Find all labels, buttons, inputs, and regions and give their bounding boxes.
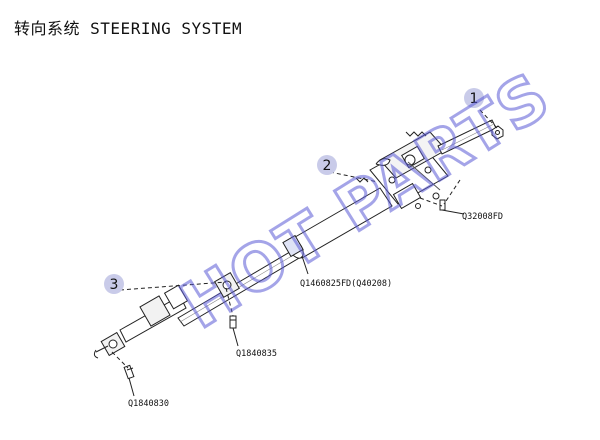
part-number-q1840835: Q1840835 (236, 349, 277, 359)
title-chinese: 转向系统 (14, 19, 81, 38)
callout-2-number: 2 (323, 158, 332, 174)
callout-1: 1 (464, 88, 484, 108)
callout-2: 2 (317, 155, 337, 175)
page-title: 转向系统 STEERING SYSTEM (14, 15, 242, 39)
leader-lines (111, 109, 498, 369)
bolt-q1840830 (123, 364, 135, 380)
title-english: STEERING SYSTEM (90, 19, 243, 38)
part-number-q32008fd: Q32008FD (462, 212, 503, 222)
part-number-q1840830: Q1840830 (128, 399, 169, 409)
universal-joint-part-3 (93, 272, 240, 359)
steering-column (282, 119, 497, 259)
part-number-q1460825fd: Q1460825FD(Q40208) (300, 279, 392, 289)
callout-3-number: 3 (110, 277, 119, 293)
solid-leaders (128, 209, 465, 397)
callout-3: 3 (104, 274, 124, 294)
bolt-q32008fd (439, 199, 446, 211)
watermark-text: HOT PARTS (169, 59, 563, 344)
callout-1-number: 1 (470, 91, 479, 107)
nut-part-1 (491, 125, 504, 140)
